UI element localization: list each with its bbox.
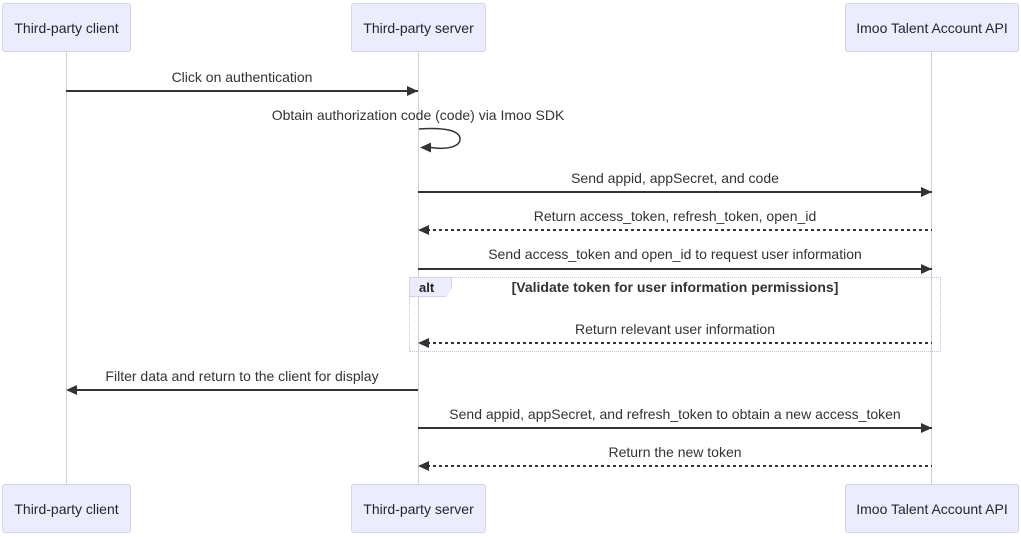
self-loop-arrow-icon bbox=[418, 127, 461, 153]
message-label-send-access-token-open-id: Send access_token and open_id to request… bbox=[488, 246, 862, 262]
alt-frame bbox=[409, 277, 941, 352]
actor-third-party-server-top: Third-party server bbox=[351, 3, 486, 52]
message-label-filter-data-return-client: Filter data and return to the client for… bbox=[105, 368, 379, 384]
actor-imoo-talent-account-api-bottom: Imoo Talent Account API bbox=[845, 484, 1019, 533]
arrowhead-left-icon bbox=[418, 461, 429, 471]
message-arrow-return-new-token bbox=[421, 465, 932, 467]
message-arrow-return-tokens bbox=[421, 229, 932, 231]
message-label-return-new-token: Return the new token bbox=[608, 444, 742, 460]
actor-third-party-server-bottom: Third-party server bbox=[351, 484, 486, 533]
message-label-send-refresh-token: Send appid, appSecret, and refresh_token… bbox=[449, 406, 901, 422]
lifeline-third-party-client bbox=[66, 52, 67, 484]
arrowhead-left-icon bbox=[418, 225, 429, 235]
arrowhead-right-icon bbox=[921, 264, 932, 274]
message-label-return-user-information: Return relevant user information bbox=[575, 321, 775, 337]
message-arrow-send-refresh-token bbox=[418, 427, 932, 429]
arrowhead-right-icon bbox=[407, 86, 418, 96]
arrowhead-left-icon bbox=[418, 338, 429, 348]
message-arrow-send-appid-appsecret-code bbox=[418, 191, 932, 193]
actor-third-party-client-top: Third-party client bbox=[2, 3, 131, 52]
arrowhead-right-icon bbox=[921, 187, 932, 197]
message-label-click-on-authentication: Click on authentication bbox=[171, 69, 313, 85]
message-arrow-click-on-authentication bbox=[66, 90, 418, 92]
actor-third-party-client-bottom: Third-party client bbox=[2, 484, 131, 533]
alt-frame-condition: [Validate token for user information per… bbox=[511, 279, 839, 295]
arrowhead-right-icon bbox=[921, 423, 932, 433]
arrowhead-left-icon bbox=[66, 385, 77, 395]
message-label-return-tokens: Return access_token, refresh_token, open… bbox=[533, 208, 817, 224]
message-label-obtain-authorization-code: Obtain authorization code (code) via Imo… bbox=[271, 107, 565, 123]
message-arrow-send-access-token-open-id bbox=[418, 268, 932, 270]
alt-frame-label: alt bbox=[409, 277, 452, 297]
message-arrow-filter-data-return-client bbox=[69, 389, 418, 391]
message-label-send-appid-appsecret-code: Send appid, appSecret, and code bbox=[571, 170, 779, 186]
message-arrow-return-user-information bbox=[421, 342, 932, 344]
actor-imoo-talent-account-api-top: Imoo Talent Account API bbox=[845, 3, 1019, 52]
